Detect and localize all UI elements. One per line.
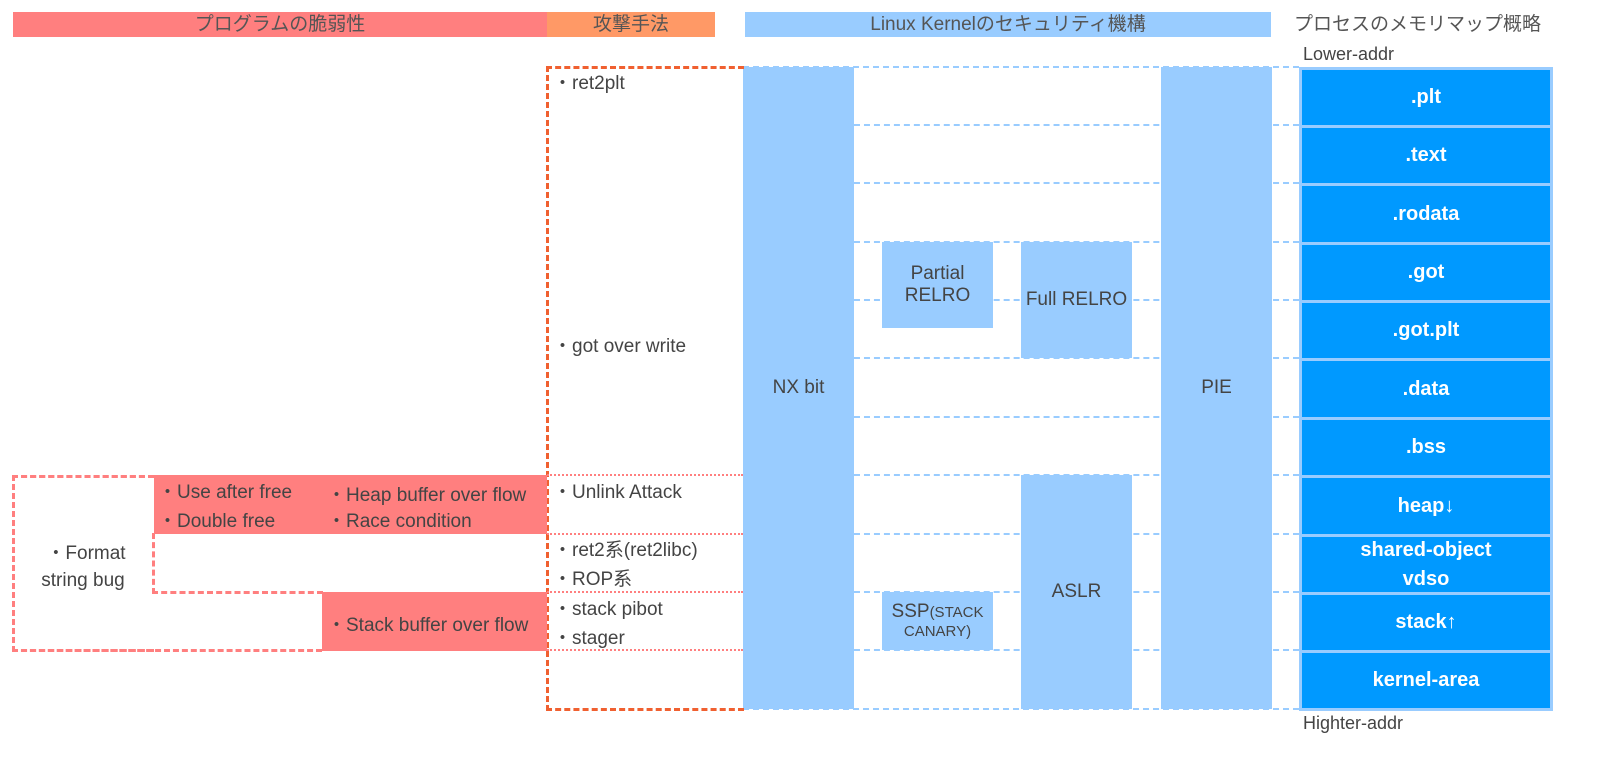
full-relro-block: Full RELRO bbox=[1021, 242, 1132, 358]
attack-separator bbox=[547, 591, 743, 593]
partial-relro-label-1: Partial bbox=[910, 263, 965, 284]
header-memory-map: プロセスのメモリマップ概略 bbox=[1294, 14, 1542, 35]
partial-relro-label-2: RELRO bbox=[904, 285, 971, 306]
ssp-block: SSP(STACK CANARY) bbox=[882, 592, 993, 650]
header-vulnerabilities: プログラムの脆弱性 bbox=[13, 12, 547, 37]
memory-segment: heap↓ bbox=[1299, 475, 1553, 534]
higher-addr-label: Highter-addr bbox=[1303, 713, 1404, 733]
partial-relro-block: Partial RELRO bbox=[882, 242, 993, 328]
format-string-frame-middle bbox=[152, 533, 155, 594]
heap-vuln-block bbox=[154, 475, 547, 534]
full-relro-label: Full RELRO bbox=[1025, 289, 1128, 310]
memory-segment: .plt bbox=[1299, 67, 1553, 125]
pie-label: PIE bbox=[1201, 377, 1232, 398]
attack-stack-pivot: ・stack pibot bbox=[553, 599, 663, 620]
memory-segment: kernel-area bbox=[1299, 650, 1553, 711]
format-string-frame-bottom bbox=[12, 649, 322, 652]
memory-segment: .got.plt bbox=[1299, 300, 1553, 358]
pie-block: PIE bbox=[1161, 67, 1272, 709]
vuln-use-after-free: ・Use after free bbox=[158, 482, 293, 503]
memory-segment: .got bbox=[1299, 242, 1553, 300]
format-string-frame-top bbox=[12, 475, 154, 478]
vuln-stack-overflow: ・Stack buffer over flow bbox=[327, 615, 529, 636]
attack-unlink: ・Unlink Attack bbox=[553, 482, 682, 503]
nx-bit-label: NX bit bbox=[772, 377, 825, 398]
attack-separator bbox=[547, 533, 743, 535]
attack-stager: ・stager bbox=[553, 628, 625, 649]
vuln-heap-overflow: ・Heap buffer over flow bbox=[327, 485, 527, 506]
aslr-label: ASLR bbox=[1051, 581, 1102, 602]
stack-vuln-block bbox=[322, 592, 547, 651]
memory-segment: stack↑ bbox=[1299, 592, 1553, 650]
memory-segment: .data bbox=[1299, 358, 1553, 417]
vuln-double-free: ・Double free bbox=[158, 511, 276, 532]
attack-ret2libc: ・ret2系(ret2libc) bbox=[553, 540, 698, 561]
attack-got-overwrite: ・got over write bbox=[553, 336, 687, 357]
aslr-block: ASLR bbox=[1021, 475, 1132, 709]
header-attacks: 攻撃手法 bbox=[547, 12, 715, 37]
attack-rop: ・ROP系 bbox=[553, 569, 633, 590]
memory-segment: .bss bbox=[1299, 417, 1553, 475]
attack-separator bbox=[547, 474, 743, 476]
attack-frame bbox=[546, 66, 744, 711]
attack-separator bbox=[547, 649, 743, 651]
format-string-text: ・Format string bug bbox=[41, 543, 126, 591]
lower-addr-label: Lower-addr bbox=[1303, 44, 1395, 64]
format-string-frame-middle-bottom bbox=[152, 591, 323, 594]
vuln-race-condition: ・Race condition bbox=[327, 511, 472, 532]
memory-segment: .rodata bbox=[1299, 183, 1553, 242]
memory-segment: .text bbox=[1299, 125, 1553, 183]
attack-ret2plt: ・ret2plt bbox=[553, 73, 625, 94]
ssp-label-1: SSP(STACK bbox=[891, 600, 984, 622]
header-kernel-security: Linux Kernelのセキュリティ機構 bbox=[745, 12, 1271, 37]
ssp-label-2: CANARY) bbox=[903, 622, 972, 640]
nx-bit-block: NX bit bbox=[743, 67, 854, 709]
